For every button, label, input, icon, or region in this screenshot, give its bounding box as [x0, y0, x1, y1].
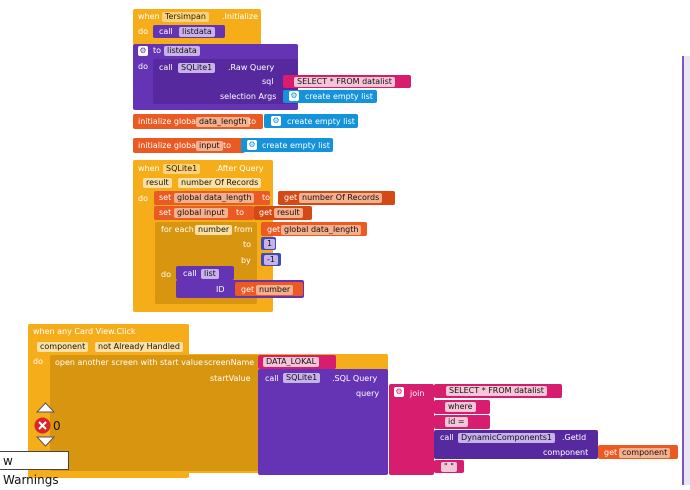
from-keyword: from [234, 225, 253, 234]
start-value-label: startValue [210, 374, 251, 383]
global-name-field[interactable]: data_length [196, 117, 250, 127]
get-keyword: get [284, 193, 298, 202]
to-keyword: to [262, 193, 271, 202]
when-keyword: when [138, 164, 160, 173]
screen-name-label: screenName [204, 358, 255, 367]
open-screen-label: open another screen with start value [55, 358, 204, 367]
to-keyword: to [223, 141, 232, 150]
sql-query-block[interactable] [258, 369, 388, 475]
event-name: .Initialize [222, 12, 259, 21]
screen-name-value[interactable]: DATA_LOKAL [263, 357, 320, 367]
join-keyword: join [410, 389, 425, 398]
param-result[interactable]: result [143, 178, 172, 188]
number-value[interactable]: 1 [264, 239, 276, 249]
to-keyword: to [153, 46, 162, 55]
call-keyword: call [159, 63, 173, 72]
call-keyword: call [265, 374, 279, 383]
create-empty-list-block[interactable] [241, 138, 333, 152]
join-block[interactable] [389, 384, 434, 475]
raw-query-block[interactable] [153, 59, 298, 104]
procedure-dropdown[interactable]: list [201, 269, 219, 279]
raw-query-method: .Raw Query [228, 63, 275, 72]
text-value[interactable]: SELECT * FROM datalist [446, 386, 547, 396]
getid-method: .GetId [562, 433, 587, 442]
initialize-global-label: initialize global [138, 117, 199, 126]
global-name-field[interactable]: input [196, 141, 223, 151]
create-empty-list-block[interactable] [283, 90, 377, 103]
gear-icon[interactable]: ⚙ [289, 91, 299, 101]
show-warnings-button[interactable]: w Warnings [0, 451, 69, 487]
dynamic-components-dropdown[interactable]: DynamicComponents1 [458, 433, 555, 443]
to-keyword: to [243, 240, 252, 249]
loop-variable-field[interactable]: number [195, 225, 233, 235]
text-value[interactable]: id = [445, 417, 468, 427]
create-empty-list-label: create empty list [287, 117, 355, 126]
get-value-dropdown[interactable]: number Of Records [299, 193, 383, 203]
component-dropdown[interactable]: SQLite1 [163, 164, 201, 174]
sql-query-method: .SQL Query [332, 374, 378, 383]
sql-socket-label: sql [262, 77, 274, 86]
initialize-global-label: initialize global [138, 141, 199, 150]
get-keyword: get [241, 285, 255, 294]
selection-args-label: selection Args [220, 92, 277, 101]
get-keyword: get [259, 208, 273, 217]
sqlite-component-dropdown[interactable]: SQLite1 [283, 373, 321, 383]
create-empty-list-block[interactable] [264, 114, 358, 128]
gear-icon[interactable]: ⚙ [394, 387, 404, 397]
query-socket-label: query [356, 389, 380, 398]
workspace-scrollbar[interactable] [682, 56, 690, 485]
get-keyword: get [267, 225, 281, 234]
param-component[interactable]: component [37, 342, 89, 352]
procedure-name-field[interactable]: listdata [164, 46, 200, 56]
error-icon [34, 417, 51, 434]
create-empty-list-label: create empty list [305, 92, 373, 101]
warnings-down-arrow-icon[interactable] [36, 436, 55, 447]
gear-icon[interactable]: ⚙ [247, 140, 257, 150]
to-keyword: to [236, 208, 245, 217]
param-number-of-records[interactable]: number Of Records [178, 178, 262, 188]
get-keyword: get [604, 448, 618, 457]
text-value[interactable]: " " [441, 462, 457, 472]
when-keyword: when [138, 12, 160, 21]
set-keyword: set [159, 193, 172, 202]
id-socket-label: ID [216, 285, 225, 294]
variable-dropdown[interactable]: global data_length [174, 193, 255, 203]
do-keyword: do [138, 27, 148, 36]
text-value[interactable]: where [445, 402, 476, 412]
do-keyword: do [138, 194, 148, 203]
create-empty-list-label: create empty list [262, 141, 330, 150]
do-keyword: do [33, 357, 43, 366]
error-count: 0 [53, 419, 61, 433]
param-not-already-handled[interactable]: not Already Handled [95, 342, 183, 352]
gear-icon[interactable]: ⚙ [271, 116, 281, 126]
do-keyword: do [161, 270, 171, 279]
component-socket-label: component [543, 448, 589, 457]
number-value[interactable]: -1 [264, 255, 278, 265]
component-dropdown[interactable]: Tersimpan [162, 12, 209, 22]
sql-text-value[interactable]: SELECT * FROM datalist [294, 77, 395, 87]
do-keyword: do [138, 62, 148, 71]
to-keyword: to [248, 117, 257, 126]
open-another-screen-block[interactable] [50, 355, 258, 471]
sqlite-component-dropdown[interactable]: SQLite1 [178, 63, 216, 73]
warnings-up-arrow-icon[interactable] [36, 402, 55, 413]
set-keyword: set [159, 208, 172, 217]
by-keyword: by [241, 256, 251, 265]
get-value-dropdown[interactable]: component [619, 448, 671, 458]
event-name: .After Query [215, 164, 264, 173]
when-any-card-view-click: when any Card View.Click [33, 327, 136, 336]
variable-dropdown[interactable]: global input [174, 208, 228, 218]
call-keyword: call [183, 269, 197, 278]
gear-icon[interactable]: ⚙ [138, 46, 148, 56]
call-keyword: call [159, 27, 173, 36]
call-keyword: call [440, 433, 454, 442]
procedure-dropdown[interactable]: listdata [179, 27, 215, 37]
get-value-dropdown[interactable]: result [274, 208, 303, 218]
for-each-keyword: for each [161, 225, 194, 234]
get-value-dropdown[interactable]: number [256, 285, 294, 295]
get-value-dropdown[interactable]: global data_length [281, 225, 362, 235]
